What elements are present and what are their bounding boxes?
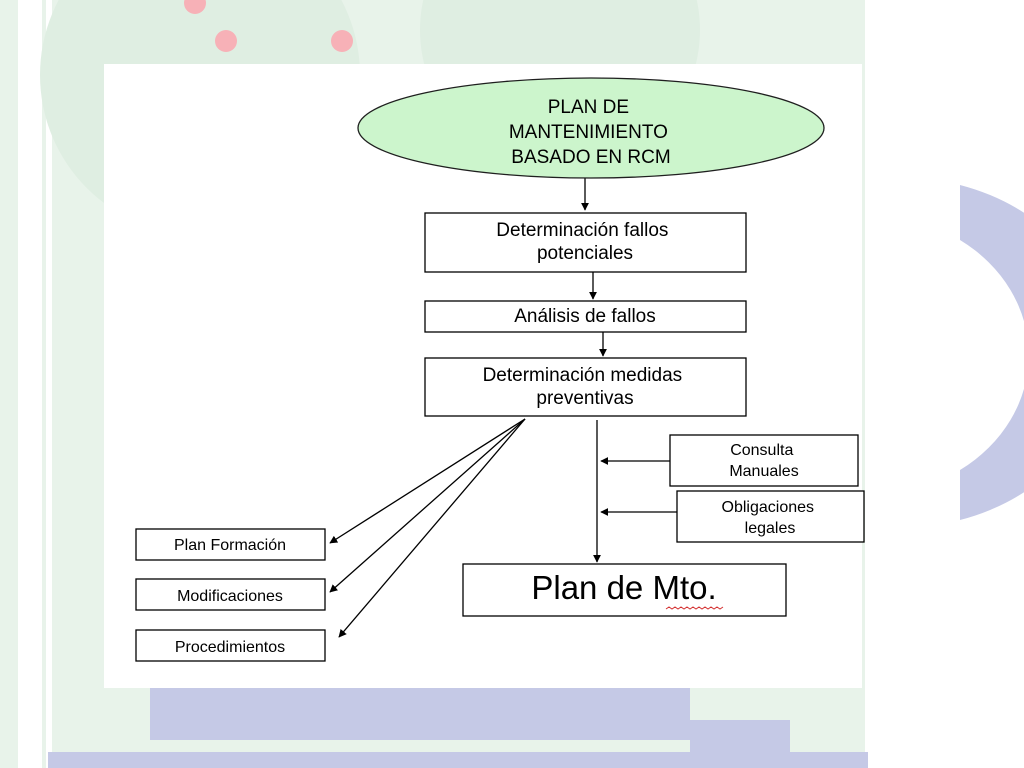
- preventive-measures-box: [424, 357, 747, 417]
- root-oval: [357, 77, 825, 179]
- node-procedures: Procedimientos: [135, 629, 326, 662]
- node-modifications: Modificaciones: [135, 578, 326, 611]
- edge-preventive-measures-to-training: [329, 418, 526, 544]
- failure-analysis-box: [424, 300, 747, 333]
- manuals-label-line: Manuales: [729, 463, 798, 480]
- preventive-measures-label-line: Determinación medidas: [483, 365, 683, 386]
- node-failure-analysis: Análisis de fallos: [424, 300, 747, 333]
- background-purple-band: [150, 688, 690, 740]
- edge-preventive-measures-to-procedures: [338, 418, 526, 638]
- maintenance-plan-box: [462, 563, 787, 617]
- node-manuals: Consulta Manuales: [669, 434, 859, 487]
- background-purple-strip: [48, 752, 868, 768]
- node-legal: Obligaciones legales: [676, 490, 865, 543]
- procedures-label-line: Procedimientos: [175, 639, 285, 656]
- legal-box: [676, 490, 865, 543]
- decorative-dot-icon: [331, 30, 353, 52]
- svg-text:Obligaciones legales: Obligaciones legales: [722, 499, 819, 537]
- svg-text:Modificaciones: Modificaciones: [177, 588, 283, 605]
- spellcheck-underline: [665, 606, 724, 610]
- maintenance-plan-label-line: Plan de Mto.: [531, 569, 716, 606]
- node-root: PLAN DE MANTENIMIENTO BASADO EN RCM: [357, 77, 825, 179]
- failure-analysis-label-line: Análisis de fallos: [514, 306, 656, 327]
- background-purple-arc: [960, 185, 1024, 520]
- svg-text:Consulta Manuales: Consulta Manuales: [729, 442, 798, 480]
- svg-text:PLAN DE MANTENIMIENTO: PLAN DE MANTENIMIENTO BASADO EN RCM: [509, 97, 673, 168]
- potential-failures-label-line: Determinación fallos: [496, 220, 668, 241]
- preventive-measures-label-line: preventivas: [536, 388, 633, 409]
- modifications-box: [135, 578, 326, 611]
- root-label-line: MANTENIMIENTO: [509, 122, 668, 143]
- background-left-stripe: [46, 0, 52, 768]
- node-training: Plan Formación: [135, 528, 326, 561]
- root-label-line: PLAN DE: [548, 97, 629, 118]
- manuals-box: [669, 434, 859, 487]
- root-label-line: BASADO EN RCM: [511, 147, 670, 168]
- potential-failures-label-line: potenciales: [537, 243, 633, 264]
- node-maintenance-plan: Plan de Mto.: [462, 563, 787, 617]
- svg-text:Análisis de fallos: Análisis de fallos: [514, 306, 656, 327]
- legal-label-line: Obligaciones: [722, 499, 815, 516]
- legal-label-line: legales: [745, 520, 796, 537]
- potential-failures-box: [424, 212, 747, 273]
- edges: [329, 178, 677, 638]
- manuals-label-line: Consulta: [730, 442, 793, 459]
- decorative-dot-icon: [184, 0, 206, 14]
- edge-preventive-measures-to-modifications: [329, 418, 526, 593]
- training-box: [135, 528, 326, 561]
- decorative-dot-icon: [215, 30, 237, 52]
- training-label-line: Plan Formación: [174, 537, 286, 554]
- svg-text:Plan de Mto.: Plan de Mto.: [531, 569, 716, 606]
- node-potential-failures: Determinación fallos potenciales: [424, 212, 747, 273]
- svg-text:Determinación fallos pot: Determinación fallos potenciales: [496, 220, 673, 264]
- node-preventive-measures: Determinación medidas preventivas: [424, 357, 747, 417]
- modifications-label-line: Modificaciones: [177, 588, 283, 605]
- svg-text:Determinación medidas pr: Determinación medidas preventivas: [483, 365, 688, 409]
- procedures-box: [135, 629, 326, 662]
- svg-text:Procedimientos: Procedimientos: [175, 639, 285, 656]
- background-left-stripe: [18, 0, 42, 768]
- svg-text:Plan Formación: Plan Formación: [174, 537, 286, 554]
